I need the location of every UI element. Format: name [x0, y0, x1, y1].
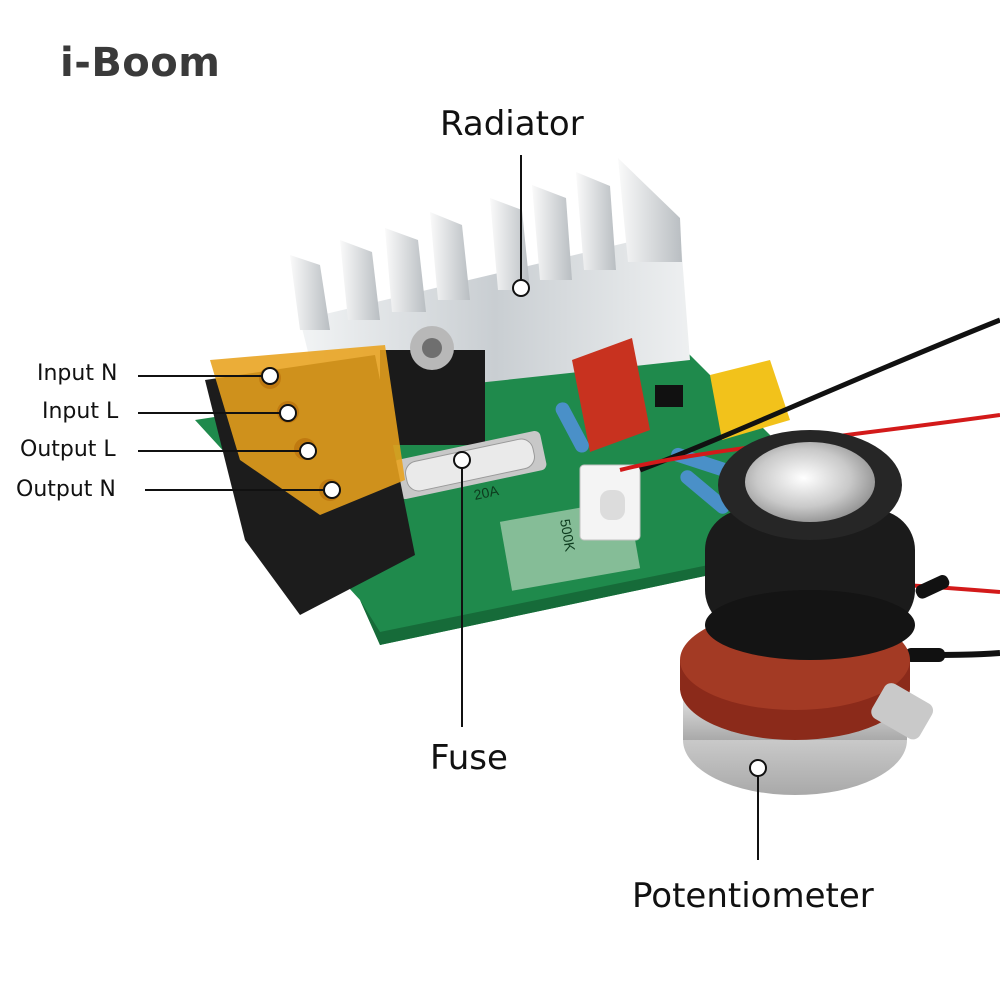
potentiometer — [680, 430, 934, 795]
callout-dots — [261, 279, 767, 777]
fuse-assembly — [393, 430, 547, 500]
radiator-label: Radiator — [440, 104, 584, 144]
pot-dot — [749, 759, 767, 777]
fuse-label: Fuse — [430, 738, 508, 778]
input-n-label: Input N — [37, 361, 118, 386]
input-n-dot — [261, 367, 279, 385]
red-wire-pot — [904, 583, 1000, 594]
pcb-500k-marking: 500K — [557, 518, 579, 554]
output-l-dot — [299, 442, 317, 460]
yellow-capacitor — [710, 360, 790, 440]
fuse-rating-marking: 20A — [472, 482, 500, 503]
fuse-dot — [453, 451, 471, 469]
output-l-label: Output L — [20, 437, 116, 462]
brand-name: i-Boom — [60, 40, 221, 86]
output-n-dot — [323, 481, 341, 499]
pcb-edge — [360, 550, 782, 645]
black-wire — [639, 317, 1000, 473]
resistor — [555, 402, 589, 453]
callout-lines — [138, 155, 759, 860]
input-l-label: Input L — [42, 399, 119, 424]
output-n-label: Output N — [16, 477, 116, 502]
radiator-dot — [512, 279, 530, 297]
potentiometer-label: Potentiometer — [632, 876, 874, 916]
input-l-dot — [279, 404, 297, 422]
red-capacitor — [572, 338, 650, 452]
ic-chip — [655, 385, 683, 407]
terminal-block — [205, 345, 415, 615]
resistor — [680, 470, 730, 514]
